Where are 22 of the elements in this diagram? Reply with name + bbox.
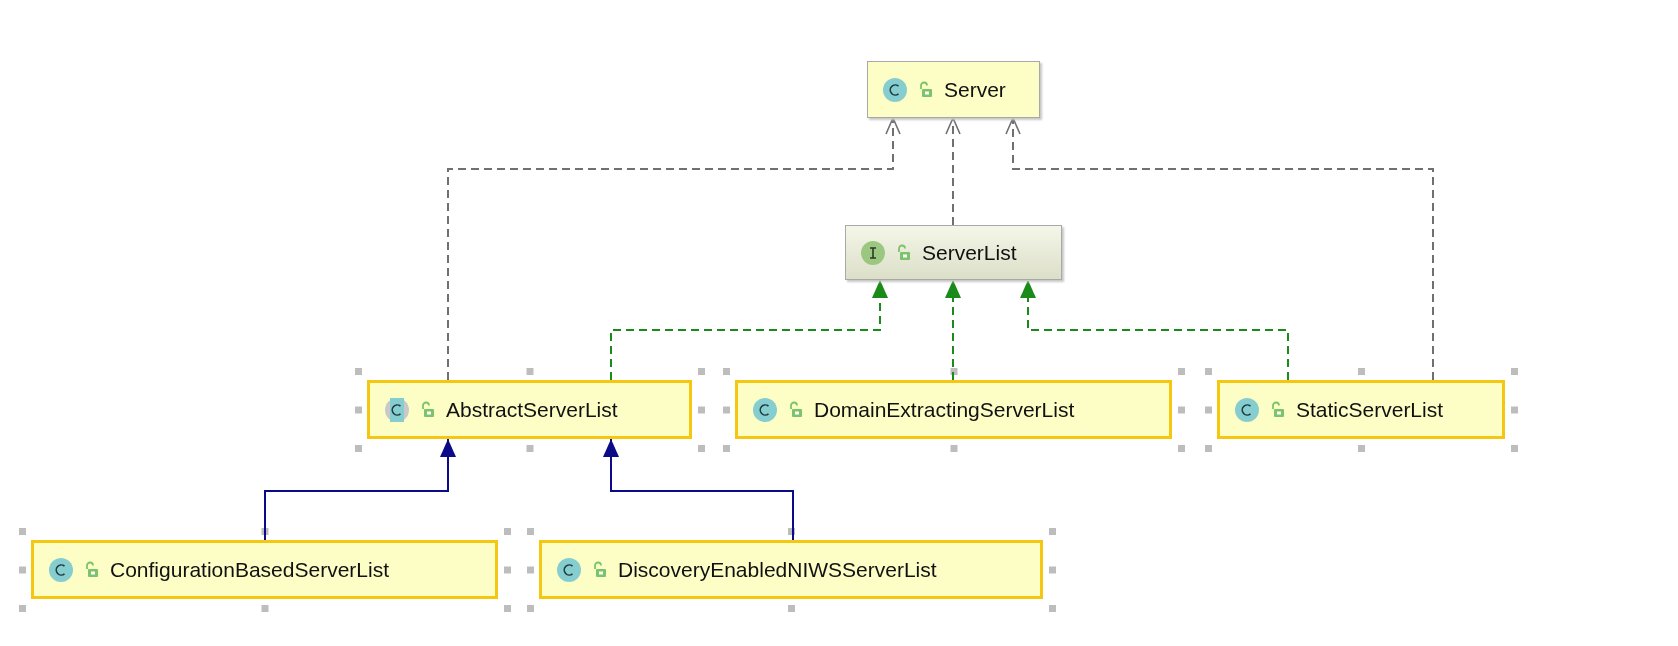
class-name: ServerList — [922, 240, 1017, 265]
inheritance-arrow — [264, 438, 456, 541]
class-box — [367, 380, 692, 439]
class-name: AbstractServerList — [446, 397, 618, 422]
class-name: DiscoveryEnabledNIWSServerList — [618, 557, 937, 582]
inheritance-arrow — [603, 438, 794, 541]
class-name: ConfigurationBasedServerList — [110, 557, 389, 582]
dependency-arrow — [1005, 117, 1434, 381]
class-name: Server — [944, 77, 1006, 102]
dependency-arrow — [945, 117, 961, 226]
class-box — [31, 540, 498, 599]
realization-arrow — [1020, 279, 1289, 381]
realization-arrow — [945, 279, 961, 381]
dependency-arrow — [447, 117, 901, 381]
class-box — [867, 61, 1040, 118]
class-box — [735, 380, 1172, 439]
interface-box — [845, 225, 1062, 280]
class-box — [1217, 380, 1505, 439]
class-name: StaticServerList — [1296, 397, 1444, 422]
class-box — [539, 540, 1043, 599]
class-name: DomainExtractingServerList — [814, 397, 1075, 422]
realization-arrow — [610, 279, 888, 381]
